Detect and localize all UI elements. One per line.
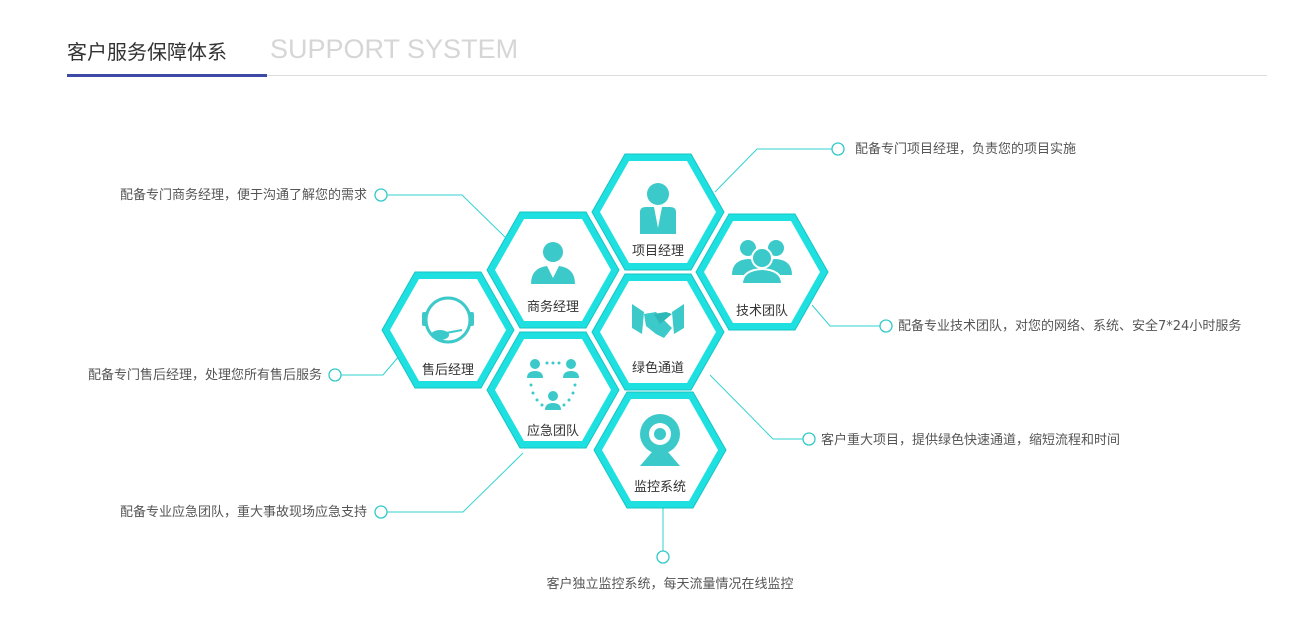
hex-after-sales: 售后经理 <box>381 271 515 389</box>
hex-label: 绿色通道 <box>632 360 684 376</box>
annotation-project-manager: 配备专门项目经理，负责您的项目实施 <box>855 141 1076 157</box>
dotted-ring <box>529 361 577 407</box>
header-accent-bar <box>67 74 267 77</box>
hex-business-manager: 商务经理 <box>486 211 620 329</box>
connector-dots <box>328 142 893 564</box>
hex-label: 监控系统 <box>634 480 686 495</box>
connector-lines <box>341 148 880 551</box>
annotation-business-manager: 配备专门商务经理，便于沟通了解您的需求 <box>120 187 367 203</box>
emergency-team-icon <box>527 359 579 410</box>
annotation-tech-team: 配备专业技术团队，对您的网络、系统、安全7*24小时服务 <box>898 318 1241 334</box>
hex-tech-team: 技术团队 <box>695 213 829 331</box>
manager-icon <box>640 183 676 234</box>
hex-label: 售后经理 <box>422 362 474 378</box>
business-manager-icon <box>531 242 575 284</box>
page-subtitle: SUPPORT SYSTEM <box>270 34 519 64</box>
team-icon <box>732 240 792 285</box>
hex-label: 应急团队 <box>527 423 579 439</box>
hex-label: 商务经理 <box>527 299 579 315</box>
annotation-monitoring: 客户独立监控系统，每天流量情况在线监控 <box>546 576 793 592</box>
annotation-emergency-team: 配备专业应急团队，重大事故现场应急支持 <box>120 504 367 520</box>
headset-icon <box>422 296 474 344</box>
hex-label: 技术团队 <box>736 304 788 319</box>
hex-green-channel: 绿色通道 <box>591 273 725 391</box>
webcam-icon <box>640 414 680 466</box>
hex-label: 项目经理 <box>632 244 684 259</box>
header-divider <box>67 75 1267 76</box>
hex-emergency-team: 应急团队 <box>486 331 620 449</box>
handshake-icon <box>632 304 684 338</box>
annotation-after-sales: 配备专门售后经理，处理您所有售后服务 <box>88 367 322 383</box>
annotation-green-channel: 客户重大项目，提供绿色快速通道，缩短流程和时间 <box>821 432 1120 448</box>
hex-monitoring: 监控系统 <box>593 391 727 509</box>
page-title: 客户服务保障体系 <box>67 40 227 64</box>
hex-project-manager: 项目经理 <box>591 153 725 271</box>
